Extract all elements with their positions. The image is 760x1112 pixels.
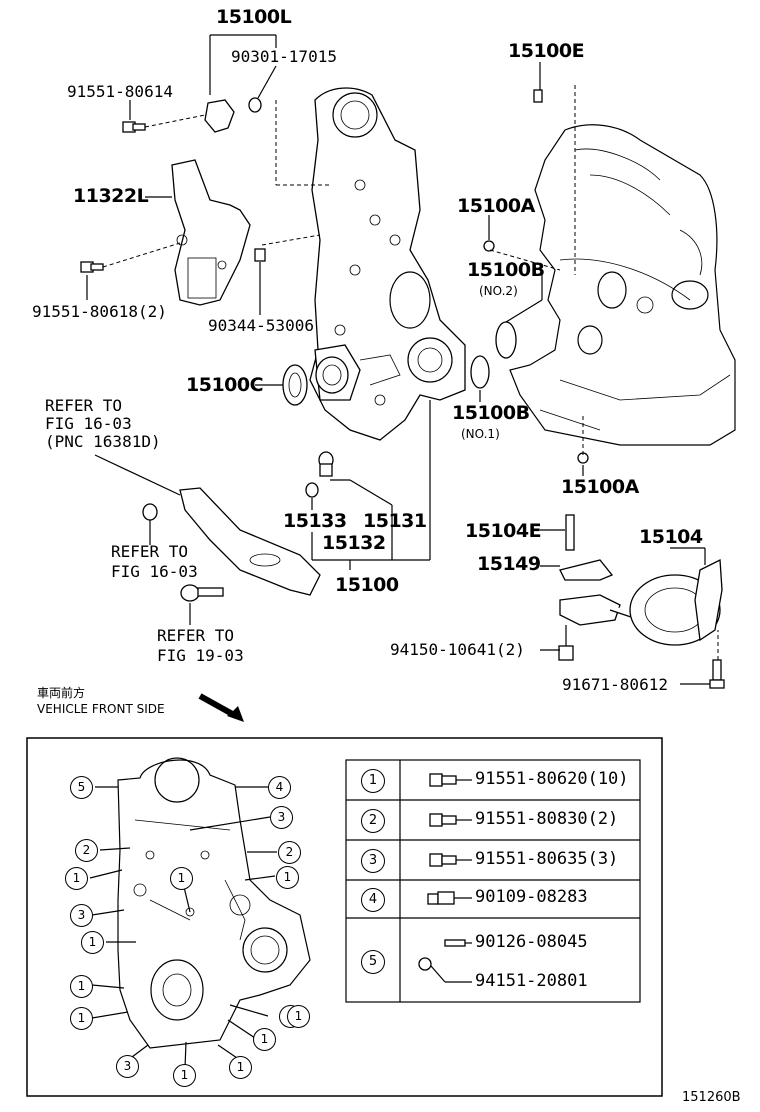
label-15100l: 15100L: [216, 6, 292, 28]
label-15100a-bottom: 15100A: [561, 476, 639, 498]
sensor-15100l-drawing: [204, 99, 235, 133]
label-15131: 15131: [363, 510, 427, 532]
label-15100a-top: 15100A: [457, 195, 535, 217]
label-ref2-line1: REFER TO: [111, 542, 189, 561]
label-15100: 15100: [335, 574, 399, 596]
table-part-1: 91551-80620(10): [475, 769, 629, 789]
table-key-1: 1: [361, 769, 385, 793]
label-15100b-no1: 15100B: [452, 402, 530, 424]
label-15104e: 15104E: [465, 520, 542, 542]
table-part-5a: 90126-08045: [475, 932, 588, 952]
label-front-en: VEHICLE FRONT SIDE: [37, 702, 165, 716]
callout-circle: 3: [70, 904, 93, 927]
inset-frame: [26, 737, 663, 1097]
table-part-5b: 94151-20801: [475, 971, 588, 991]
label-ref1-line2: FIG 16-03: [45, 414, 132, 433]
table-key-4: 4: [361, 888, 385, 912]
bracket-11322l-drawing: [171, 159, 251, 306]
callout-circle: 1: [276, 866, 299, 889]
label-91551-80614: 91551-80614: [67, 82, 173, 101]
label-11322l: 11322L: [73, 185, 149, 207]
oil-seal-drawing: [282, 364, 308, 406]
label-ref1-line3: (PNC 16381D): [45, 432, 161, 451]
label-15104: 15104: [639, 526, 703, 548]
label-front-jp: 車両前方: [37, 686, 86, 700]
label-no2: (NO.2): [479, 284, 518, 298]
callout-circle: 1: [65, 867, 88, 890]
callout-circle: 1: [70, 975, 93, 998]
table-part-2: 91551-80830(2): [475, 809, 619, 829]
label-94150-10641: 94150-10641(2): [390, 640, 525, 659]
callout-circle: 1: [253, 1028, 276, 1051]
callout-circle: 3: [270, 806, 293, 829]
callout-circle: 1: [173, 1064, 196, 1087]
label-91671-80612: 91671-80612: [562, 675, 668, 694]
table-part-4: 90109-08283: [475, 887, 588, 907]
label-15149: 15149: [477, 553, 541, 575]
callout-circle: 1: [81, 931, 104, 954]
oil-strainer-drawing: [559, 558, 723, 646]
callout-circle: 1: [287, 1005, 310, 1028]
timing-cover-drawing: [309, 87, 466, 441]
label-ref1-line1: REFER TO: [45, 396, 123, 415]
callout-circle: 5: [70, 776, 93, 799]
callout-circle: 1: [170, 867, 193, 890]
table-key-5: 5: [361, 950, 385, 974]
label-91551-80618: 91551-80618(2): [32, 302, 167, 321]
label-15132: 15132: [322, 532, 386, 554]
callout-circle: 4: [268, 776, 291, 799]
callout-circle: 2: [278, 841, 301, 864]
bolt-drawings: [80, 89, 725, 689]
label-ref2-line2: FIG 16-03: [111, 562, 198, 581]
label-90301-17015: 90301-17015: [231, 47, 337, 66]
table-part-3: 91551-80635(3): [475, 849, 619, 869]
callout-circle: 1: [229, 1056, 252, 1079]
table-key-2: 2: [361, 809, 385, 833]
label-15100c: 15100C: [186, 374, 264, 396]
label-ref3-line1: REFER TO: [157, 626, 235, 645]
label-90344-53006: 90344-53006: [208, 316, 314, 335]
inset-cover-drawing: [117, 757, 311, 1049]
engine-block-drawing: [509, 124, 736, 446]
callout-circle: 3: [116, 1055, 139, 1078]
table-key-3: 3: [361, 849, 385, 873]
callout-circle: 2: [75, 839, 98, 862]
label-ref3-line2: FIG 19-03: [157, 646, 244, 665]
label-15133: 15133: [283, 510, 347, 532]
figure-id: 151260B: [682, 1090, 741, 1105]
label-15100e: 15100E: [508, 40, 585, 62]
label-no1: (NO.1): [461, 427, 500, 441]
label-15100b-no2: 15100B: [467, 259, 545, 281]
callout-circle: 1: [70, 1007, 93, 1030]
leader-lines: [86, 34, 719, 685]
bracket-arm-drawing: [179, 487, 321, 596]
bolt-table: [345, 759, 641, 1003]
